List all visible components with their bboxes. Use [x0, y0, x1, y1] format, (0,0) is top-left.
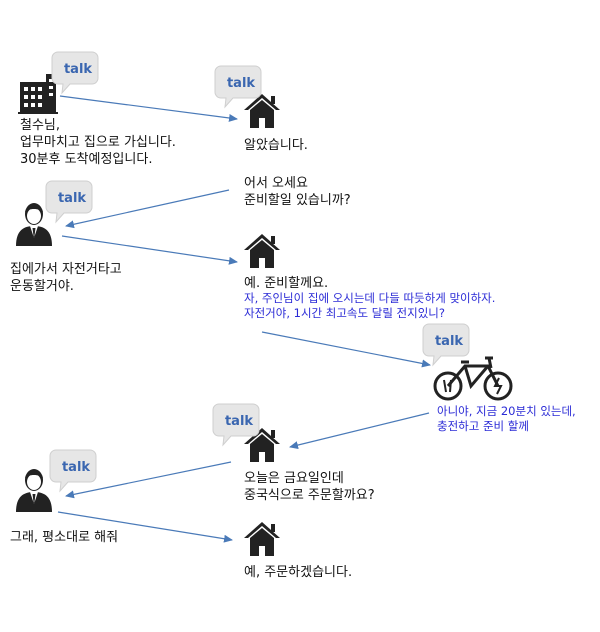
talk-label: talk — [62, 460, 90, 475]
message-m2: 알았습니다. — [244, 137, 308, 154]
talk-label: talk — [435, 334, 463, 349]
message-m1: 철수님, 업무마치고 집으로 가십니다. 30분후 도착예정입니다. — [20, 117, 176, 168]
arrow-m6 — [261, 331, 431, 368]
person-icon — [16, 469, 52, 512]
talk-bubble-icon: talk — [51, 51, 99, 94]
electric-bicycle-icon — [433, 356, 513, 401]
message-line: 집에가서 자전거타고 — [10, 262, 122, 277]
message-m6: 자, 주인님이 집에 오시는데 다들 따듯하게 맞이하자. 자전거야, 1시간 … — [244, 291, 495, 321]
message-line: 자전거야, 1시간 최고속도 달릴 전지있니? — [244, 306, 445, 320]
house-icon — [244, 94, 280, 128]
message-line: 오늘은 금요일인데 — [244, 471, 344, 486]
message-line: 준비할일 있습니까? — [244, 193, 351, 208]
talk-label: talk — [225, 414, 253, 429]
message-line: 충전하고 준비 할께 — [437, 419, 529, 433]
arrow-m4 — [61, 235, 238, 265]
talk-label: talk — [58, 191, 86, 206]
talk-label: talk — [64, 62, 92, 77]
message-line: 어서 오세요 — [244, 176, 308, 191]
message-line: 30분후 도착예정입니다. — [20, 152, 153, 167]
house-icon — [244, 234, 280, 268]
talk-bubble-icon: talk — [422, 323, 470, 366]
arrow-m1 — [59, 95, 238, 122]
message-line: 예. 준비할께요. — [244, 276, 329, 291]
message-m4: 집에가서 자전거타고 운동할거야. — [10, 261, 122, 295]
message-m7: 아니야, 지금 20분치 있는데, 충전하고 준비 할께 — [437, 404, 576, 434]
talk-bubble-icon: talk — [214, 65, 262, 108]
message-m3: 어서 오세요 준비할일 있습니까? — [244, 175, 351, 209]
message-m9: 그래, 평소대로 해줘 — [10, 529, 118, 546]
message-line: 업무마치고 집으로 가십니다. — [20, 135, 176, 150]
message-line: 운동할거야. — [10, 279, 74, 294]
arrow-m9 — [57, 511, 233, 543]
message-line: 알았습니다. — [244, 138, 308, 153]
message-line: 예, 주문하겠습니다. — [244, 565, 353, 580]
arrow-m7 — [289, 412, 430, 449]
message-line: 그래, 평소대로 해줘 — [10, 530, 119, 545]
message-m10: 예, 주문하겠습니다. — [244, 564, 352, 581]
arrow-m3 — [65, 189, 230, 229]
talk-bubble-icon: talk — [212, 403, 260, 446]
house-icon — [244, 522, 280, 556]
arrow-m8 — [65, 461, 232, 499]
message-line: 철수님, — [20, 118, 61, 133]
arrows — [57, 95, 431, 543]
talk-label: talk — [227, 76, 255, 91]
message-m8: 오늘은 금요일인데 중국식으로 주문할까요? — [244, 470, 375, 504]
talk-bubble-icon: talk — [45, 180, 93, 223]
building-icon — [18, 74, 58, 114]
message-line: 자, 주인님이 집에 오시는데 다들 따듯하게 맞이하자. — [244, 291, 496, 305]
talk-bubble-icon: talk — [49, 449, 97, 492]
message-line: 중국식으로 주문할까요? — [244, 488, 375, 503]
message-line: 아니야, 지금 20분치 있는데, — [437, 404, 576, 418]
message-m5: 예. 준비할께요. — [244, 275, 328, 292]
